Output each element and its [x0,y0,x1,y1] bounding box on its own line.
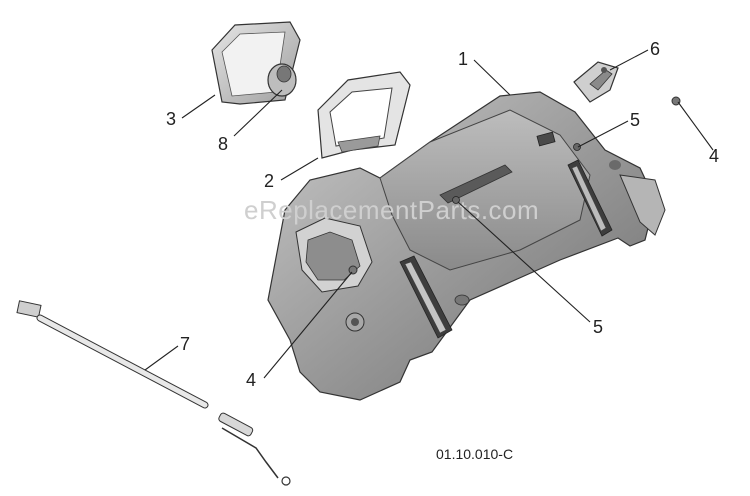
screw-part-left [348,265,358,275]
callout-6: 6 [650,39,660,59]
callout-7: 7 [180,334,190,354]
clip-part-center [452,196,460,204]
callout-5-center: 5 [593,317,603,337]
bulb-socket-part [267,63,297,97]
callout-8: 8 [218,134,228,154]
switch-part [573,61,619,103]
wire-harness-part [16,300,291,486]
hood-cover-part [267,91,666,401]
leader-lines [144,49,714,379]
screw-part-right [671,96,681,106]
callout-5-top: 5 [630,110,640,130]
callout-2: 2 [264,171,274,191]
clip-part-top [573,143,581,151]
callout-4-right: 4 [709,146,719,166]
reference-code: 01.10.010-C [436,446,513,462]
headlight-bezel-part [317,71,411,159]
callout-3: 3 [166,109,176,129]
watermark-text: eReplacementParts.com [244,195,539,225]
callout-1: 1 [458,49,468,69]
callout-4-left: 4 [246,370,256,390]
